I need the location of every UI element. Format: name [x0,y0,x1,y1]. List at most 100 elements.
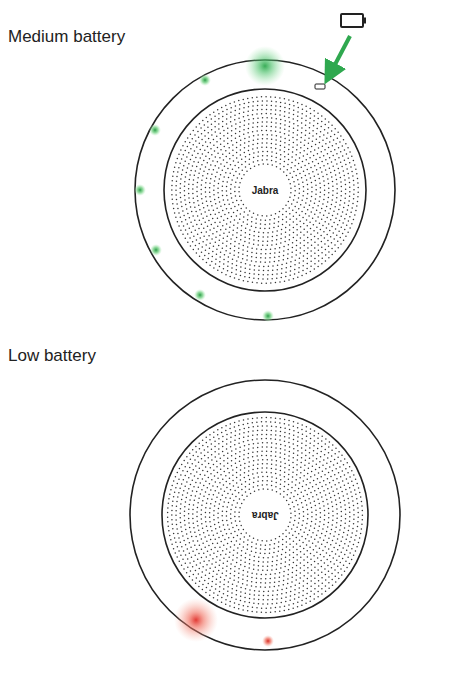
grille-dot [334,128,336,130]
grille-dot [174,167,176,169]
grille-dot [323,155,325,157]
grille-dot [239,182,241,184]
grille-dot [234,186,236,188]
grille-dot [218,183,220,185]
grille-dot [242,258,244,260]
grille-dot [287,494,289,496]
grille-dot [282,208,284,210]
grille-dot [275,482,277,484]
grille-dot [218,118,220,120]
grille-dot [306,198,308,200]
grille-dot [266,540,268,542]
grille-dot [275,456,277,458]
grille-dot [237,486,239,488]
grille-dot [241,225,243,227]
grille-dot [204,135,206,137]
grille-dot [216,532,218,534]
grille-dot [284,120,286,122]
grille-dot [213,209,215,211]
grille-dot [278,225,280,227]
grille-dot [220,554,222,556]
grille-dot [235,195,237,197]
grille-dot [271,134,273,136]
grille-dot [284,241,286,243]
grille-dot [314,263,316,265]
grille-dot [228,232,230,234]
grille-dot [196,126,198,128]
grille-dot [310,200,312,202]
grille-dot [225,475,227,477]
grille-dot [336,179,338,181]
grille-dot [257,156,259,158]
grille-dot [317,498,319,500]
grille-dot [222,510,224,512]
grille-dot [285,530,287,532]
grille-dot [280,242,282,244]
grille-dot [222,153,224,155]
grille-dot [252,105,254,107]
grille-dot [243,129,245,131]
grille-dot [262,484,264,486]
grille-dot [192,154,194,156]
grille-dot [213,510,215,512]
grille-dot [290,513,292,515]
grille-dot [284,129,286,131]
grille-dot [183,154,185,156]
grille-dot [173,171,175,173]
grille-dot [249,484,251,486]
grille-dot [324,124,326,126]
grille-dot [226,156,228,158]
grille-dot [289,139,291,141]
grille-dot [232,559,234,561]
grille-dot [225,250,227,252]
grille-dot [201,139,203,141]
grille-dot [234,566,236,568]
grille-dot [241,169,243,171]
grille-dot [177,221,179,223]
grille-dot [280,127,282,129]
grille-dot [237,535,239,537]
grille-dot [307,534,309,536]
grille-dot [321,241,323,243]
grille-dot [187,213,189,215]
grille-dot [288,99,290,101]
grille-dot [315,523,317,525]
grille-dot [246,549,248,551]
grille-dot [314,236,316,238]
grille-dot [232,202,234,204]
grille-dot [275,148,277,150]
grille-dot [230,188,232,190]
grille-dot [244,463,246,465]
grille-dot [257,244,259,246]
grille-dot [256,455,258,457]
grille-dot [342,211,344,213]
grille-dot [239,543,241,545]
grille-dot [215,203,217,205]
grille-dot [234,165,236,167]
grille-dot [215,481,217,483]
grille-dot [320,512,322,514]
grille-dot [300,204,302,206]
grille-dot [264,228,266,230]
grille-dot [303,245,305,247]
grille-dot [301,104,303,106]
grille-dot [289,464,291,466]
grille-dot [348,205,350,207]
grille-dot [231,135,233,137]
grille-dot [349,151,351,153]
grille-dot [276,273,278,275]
grille-dot [297,107,299,109]
grille-dot [298,488,300,490]
grille-dot [243,112,245,114]
grille-dot [211,261,213,263]
grille-dot [235,458,237,460]
grille-dot [314,258,316,260]
grille-dot [247,219,249,221]
grille-dot [240,533,242,535]
grille-dot [307,148,309,150]
grille-dot [248,123,250,125]
grille-dot [262,480,264,482]
grille-dot [227,143,229,145]
grille-dot [237,177,239,179]
grille-dot [230,238,232,240]
